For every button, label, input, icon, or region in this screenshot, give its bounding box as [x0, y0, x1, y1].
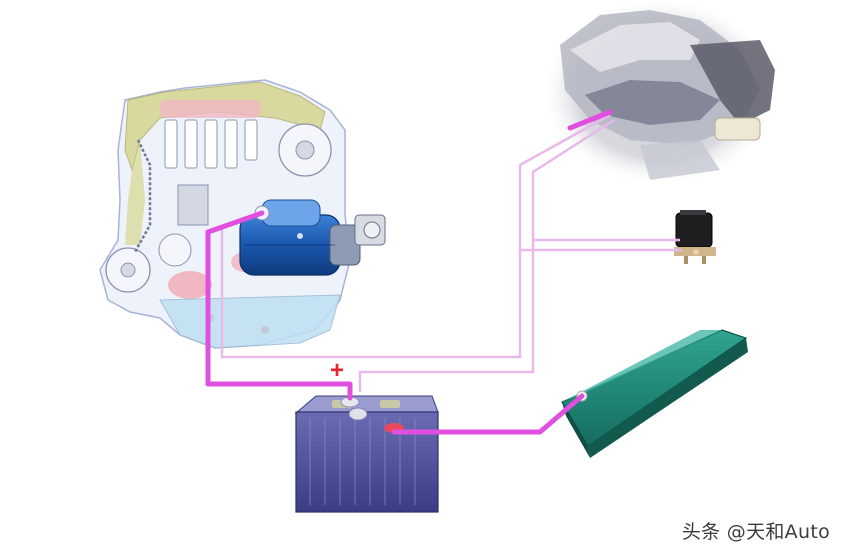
chassis-rail-icon — [561, 329, 748, 458]
relay-icon — [674, 210, 716, 264]
starter-motor-icon — [239, 199, 386, 276]
engine-block-icon — [99, 79, 351, 349]
main-cables — [205, 109, 613, 435]
battery-positive-label: + — [330, 357, 345, 384]
battery-icon — [294, 395, 439, 513]
signal-cables — [220, 113, 682, 392]
watermark: 头条 @天和Auto — [681, 521, 830, 543]
car-seat-icon — [540, 0, 780, 187]
